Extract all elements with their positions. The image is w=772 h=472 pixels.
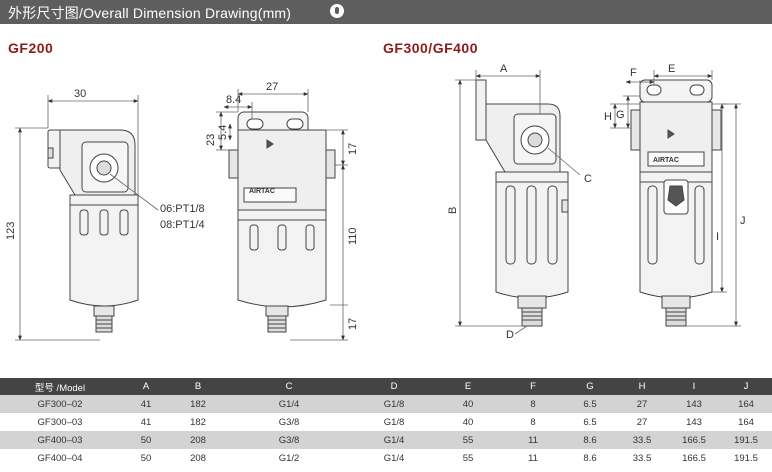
section-title-gf300-gf400: GF300/GF400 — [383, 40, 478, 56]
table-cell: 6.5 — [564, 413, 616, 431]
table-cell: G1/4 — [354, 449, 434, 467]
table-cell: GF400–03 — [0, 431, 120, 449]
col-header-c: C — [224, 378, 354, 395]
table-header-row: 型号 /Model A B C D E F G H I J — [0, 378, 772, 395]
gf200-side-view — [47, 129, 159, 333]
header-bar: 外形尺寸图/Overall Dimension Drawing(mm) — [0, 0, 772, 24]
col-header-j: J — [720, 378, 772, 395]
gf200-dim-30: 30 — [74, 88, 86, 100]
gf300-label-c: C — [584, 173, 592, 185]
gf300-dim-a: A — [500, 63, 508, 75]
table-cell: 208 — [172, 449, 224, 467]
gf300-dim-i: I — [716, 231, 719, 243]
gf200-port-06: 06:PT1/8 — [160, 203, 205, 215]
page-title: 外形尺寸图/Overall Dimension Drawing(mm) — [8, 5, 292, 21]
table-cell: 164 — [720, 395, 772, 413]
table-cell: 40 — [434, 413, 502, 431]
gf300-brand-label: AIRTAC — [653, 157, 679, 164]
gf300-label-d: D — [506, 329, 514, 341]
gf300-dim-g: G — [616, 109, 625, 121]
table-cell: 33.5 — [616, 431, 668, 449]
table-cell: 55 — [434, 449, 502, 467]
table-cell: 143 — [668, 395, 720, 413]
gf200-dim-123: 123 — [5, 222, 17, 240]
gf300-front-dims — [610, 70, 741, 327]
table-cell: 164 — [720, 413, 772, 431]
table-cell: 8.6 — [564, 449, 616, 467]
gf300-dim-f: F — [630, 67, 637, 79]
table-row: GF400–04 50 208 G1/2 G1/4 55 11 8.6 33.5… — [0, 449, 772, 467]
table-cell: 50 — [120, 449, 172, 467]
table-cell: GF300–03 — [0, 413, 120, 431]
table-cell: 191.5 — [720, 449, 772, 467]
gf200-dim-110: 110 — [347, 227, 359, 245]
table-cell: 41 — [120, 413, 172, 431]
col-header-g: G — [564, 378, 616, 395]
table-cell: G1/4 — [354, 431, 434, 449]
table-cell: 182 — [172, 413, 224, 431]
table-cell: G1/8 — [354, 395, 434, 413]
col-header-d: D — [354, 378, 434, 395]
table-cell: 166.5 — [668, 431, 720, 449]
gf200-dim-27: 27 — [266, 81, 278, 93]
gf300-front-view — [630, 79, 722, 327]
table-cell: 11 — [502, 431, 564, 449]
table-cell: G1/2 — [224, 449, 354, 467]
dimension-drawing: 30 123 06:PT1/8 08:PT1/4 AIRTAC — [5, 63, 746, 341]
gf300-dim-h: H — [604, 111, 612, 123]
table-cell: GF400–04 — [0, 449, 120, 467]
table-cell: GF300–02 — [0, 395, 120, 413]
table-cell: 191.5 — [720, 431, 772, 449]
gf200-front-dims — [216, 89, 348, 341]
gf300-side-dims — [455, 70, 541, 327]
table-cell: 208 — [172, 431, 224, 449]
spec-table: 型号 /Model A B C D E F G H I J GF300–02 4… — [0, 378, 772, 467]
table-cell: 27 — [616, 395, 668, 413]
gf200-dim-23: 23 — [205, 134, 217, 146]
table-cell: 27 — [616, 413, 668, 431]
table-cell: 33.5 — [616, 449, 668, 467]
table-cell: 182 — [172, 395, 224, 413]
table-cell: 8 — [502, 413, 564, 431]
gf300-dim-j: J — [740, 215, 746, 227]
table-row: GF300–02 41 182 G1/4 G1/8 40 8 6.5 27 14… — [0, 395, 772, 413]
table-cell: 8.6 — [564, 431, 616, 449]
col-header-a: A — [120, 378, 172, 395]
col-header-f: F — [502, 378, 564, 395]
table-row: GF300–03 41 182 G3/8 G1/8 40 8 6.5 27 14… — [0, 413, 772, 431]
table-cell: 11 — [502, 449, 564, 467]
table-row: GF400–03 50 208 G3/8 G1/4 55 11 8.6 33.5… — [0, 431, 772, 449]
col-header-i: I — [668, 378, 720, 395]
table-cell: G1/4 — [224, 395, 354, 413]
table-cell: 166.5 — [668, 449, 720, 467]
table-cell: 6.5 — [564, 395, 616, 413]
table-cell: 143 — [668, 413, 720, 431]
table-cell: 55 — [434, 431, 502, 449]
gf300-dim-b: B — [447, 207, 459, 214]
table-cell: 41 — [120, 395, 172, 413]
table-cell: 40 — [434, 395, 502, 413]
gf200-dim-17-top: 17 — [347, 143, 359, 155]
col-header-e: E — [434, 378, 502, 395]
gf200-port-08: 08:PT1/4 — [160, 219, 205, 231]
info-icon — [330, 4, 344, 18]
col-header-h: H — [616, 378, 668, 395]
gf200-brand-label: AIRTAC — [249, 188, 275, 195]
table-cell: G1/8 — [354, 413, 434, 431]
gf300-side-view — [475, 79, 581, 335]
section-title-gf200: GF200 — [8, 40, 54, 56]
gf200-dim-17-bottom: 17 — [347, 318, 359, 330]
col-header-model: 型号 /Model — [0, 378, 120, 395]
gf300-dim-e: E — [668, 63, 675, 75]
table-cell: G3/8 — [224, 413, 354, 431]
col-header-b: B — [172, 378, 224, 395]
gf200-side-dims — [15, 95, 139, 341]
gf200-dim-5-4: 5.4 — [217, 125, 229, 140]
table-cell: 8 — [502, 395, 564, 413]
gf200-dim-8-4: 8.4 — [226, 94, 241, 106]
table-cell: G3/8 — [224, 431, 354, 449]
gf200-front-view — [228, 111, 336, 333]
table-cell: 50 — [120, 431, 172, 449]
